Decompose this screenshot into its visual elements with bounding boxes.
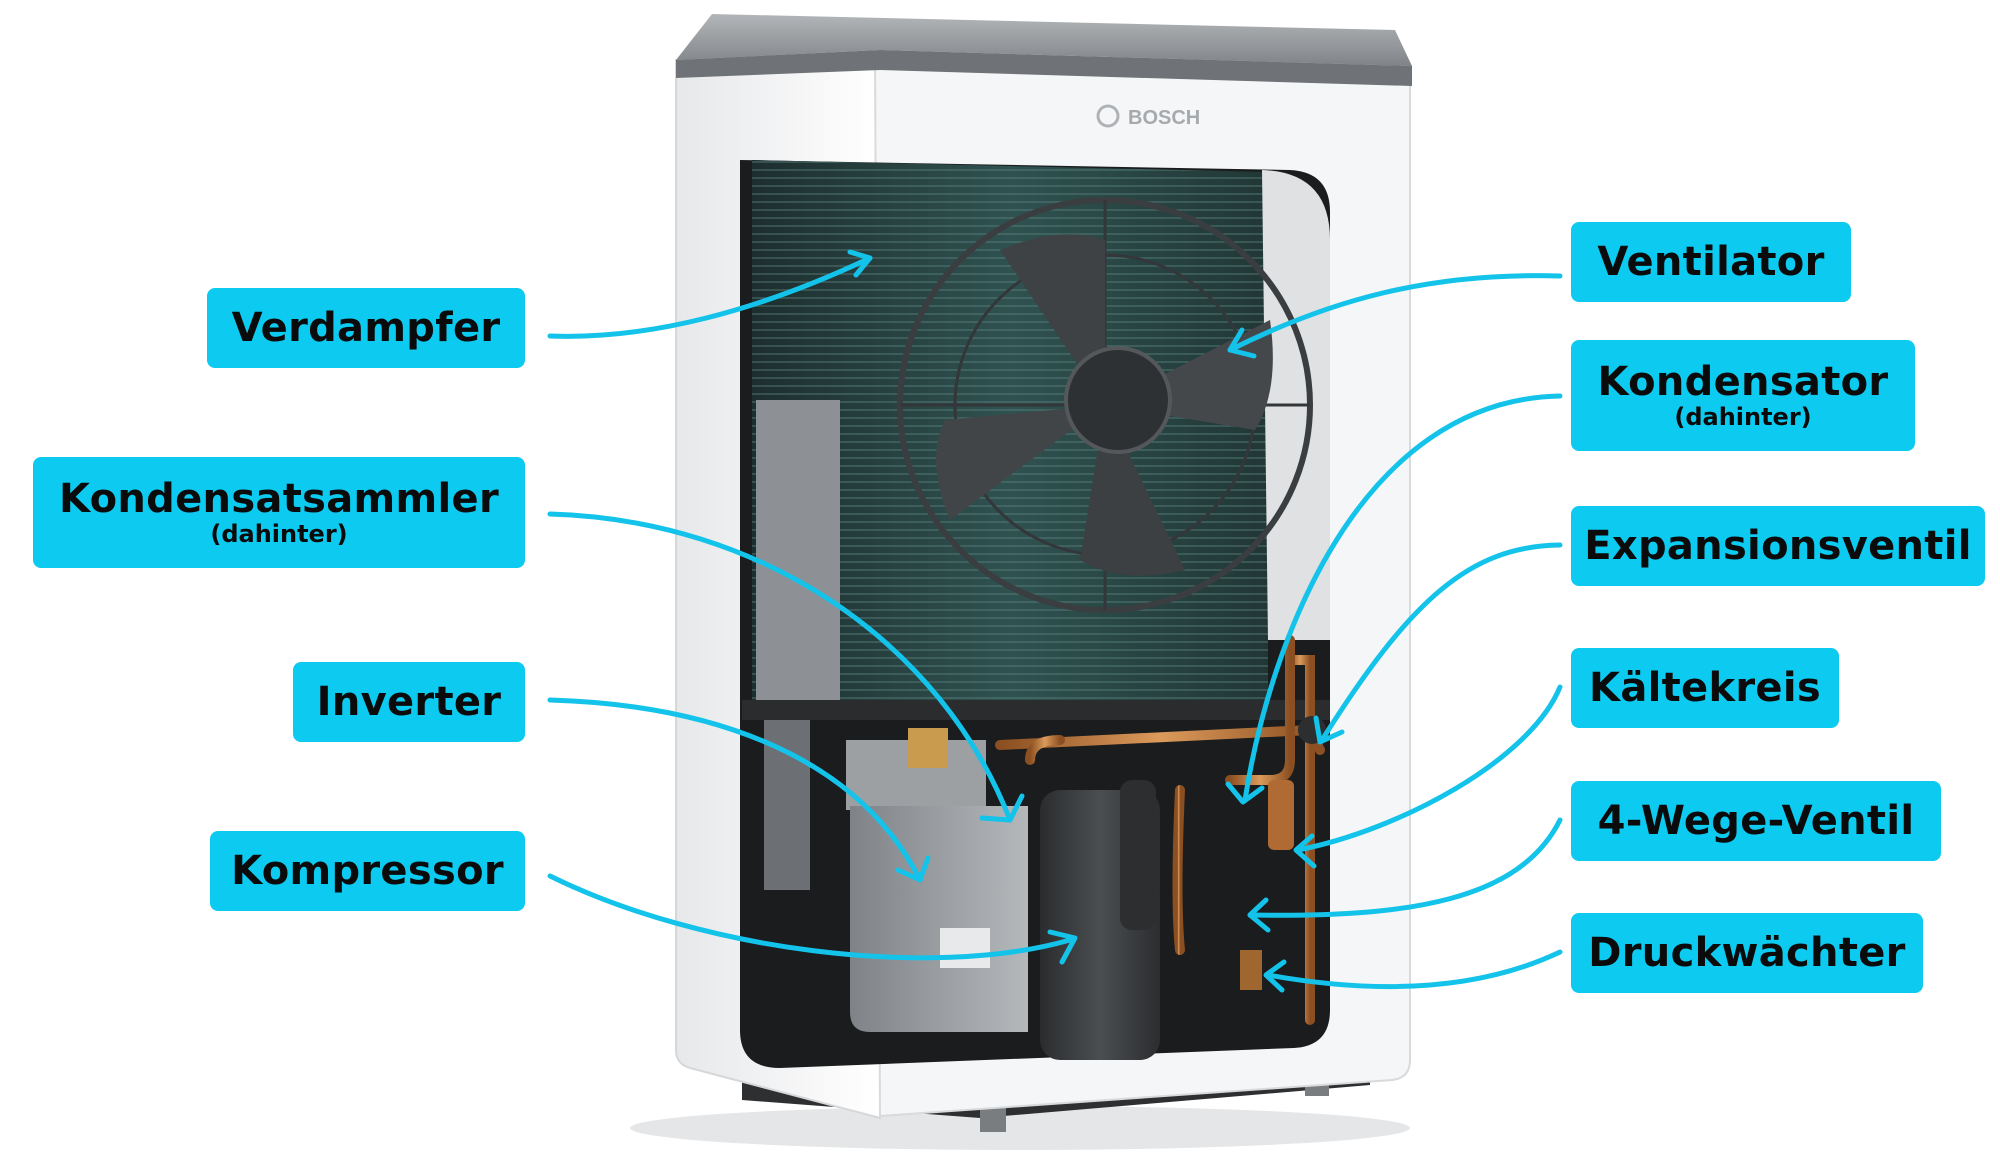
arrow-expansionsventil (1319, 542, 1563, 743)
label-kompressor: Kompressor (210, 831, 525, 911)
label-inverter: Inverter (293, 662, 525, 742)
arrowhead-kondensator-icon (1225, 781, 1265, 805)
refrigerant-circuit (995, 635, 1325, 1035)
arrowhead-inverter-icon (895, 855, 931, 883)
arrowhead-kompressor-icon (1047, 929, 1078, 965)
four-way-valve (1268, 780, 1294, 850)
pressure-switch (1240, 950, 1262, 990)
label-kaeltekreis-text: Kältekreis (1589, 665, 1821, 711)
arrow-kaeltekreis (1295, 684, 1563, 853)
arrow-kondensator (1242, 393, 1563, 803)
brand-logo: BOSCH (1128, 107, 1200, 129)
arrowhead-vierwegeventil-icon (1247, 897, 1271, 933)
arrow-verdampfer (547, 255, 873, 339)
label-druckwaechter-text: Druckwächter (1588, 930, 1906, 976)
arrowhead-ventilator-icon (1227, 327, 1257, 359)
pipe-bend (1225, 635, 1295, 785)
label-kondensator-sub: (dahinter) (1674, 402, 1812, 431)
label-verdampfer: Verdampfer (207, 288, 525, 368)
arrow-ventilator (1227, 273, 1563, 353)
fan-assembly (897, 197, 1313, 613)
top-lid (676, 14, 1412, 66)
inverter-box (846, 728, 1028, 1032)
label-kaeltekreis: Kältekreis (1571, 648, 1839, 728)
fan-blade-4 (936, 405, 1105, 520)
label-kondensator-text: Kondensator (1597, 358, 1889, 405)
side-bracket (756, 400, 840, 700)
arrow-vierwegeventil (1247, 817, 1563, 918)
condensate-collector (764, 700, 810, 890)
inverter-housing (850, 806, 1028, 1032)
arrowhead-expansionsventil-icon (1313, 715, 1345, 745)
label-ventilator-text: Ventilator (1597, 239, 1825, 285)
pipe-v3 (1285, 655, 1315, 1025)
arrowhead-kaeltekreis-icon (1293, 833, 1317, 869)
divider-plate (742, 700, 1330, 720)
compressor (1040, 780, 1160, 1060)
label-kondensatsammler: Kondensatsammler (dahinter) (33, 457, 525, 568)
inverter-coil (908, 728, 948, 768)
label-expansionsventil-text: Expansionsventil (1584, 523, 1972, 569)
label-kondensator: Kondensator (dahinter) (1571, 340, 1915, 451)
floor-shadow (630, 1106, 1410, 1150)
inverter-sticker (940, 928, 990, 968)
arrow-inverter (547, 697, 923, 883)
label-kondensatsammler-sub: (dahinter) (210, 519, 348, 548)
arrow-kompressor (547, 873, 1073, 961)
lid-edge (676, 50, 1412, 86)
label-inverter-text: Inverter (316, 679, 502, 725)
arrow-druckwaechter (1265, 949, 1563, 990)
label-vierwegeventil-text: 4-Wege-Ventil (1597, 798, 1915, 844)
arrow-kondensatsammler (547, 511, 1013, 823)
pipe-loop (1172, 785, 1185, 955)
fan-motor (1064, 346, 1172, 454)
label-ventilator: Ventilator (1571, 222, 1851, 302)
pipe-suction (1025, 735, 1065, 765)
label-vierwegeventil: 4-Wege-Ventil (1571, 781, 1941, 861)
label-druckwaechter: Druckwächter (1571, 913, 1923, 993)
arrowhead-kondensatsammler-icon (979, 793, 1025, 823)
label-kompressor-text: Kompressor (231, 848, 504, 894)
label-verdampfer-text: Verdampfer (231, 305, 501, 351)
arrowhead-verdampfer-icon (847, 249, 873, 278)
label-kondensatsammler-text: Kondensatsammler (59, 475, 499, 522)
accumulator (1120, 780, 1156, 930)
callout-arrows (547, 249, 1563, 993)
fan-blade-1 (1000, 234, 1105, 405)
arrowhead-druckwaechter-icon (1263, 959, 1287, 993)
label-expansionsventil: Expansionsventil (1571, 506, 1985, 586)
bosch-logo-icon (1096, 104, 1120, 128)
